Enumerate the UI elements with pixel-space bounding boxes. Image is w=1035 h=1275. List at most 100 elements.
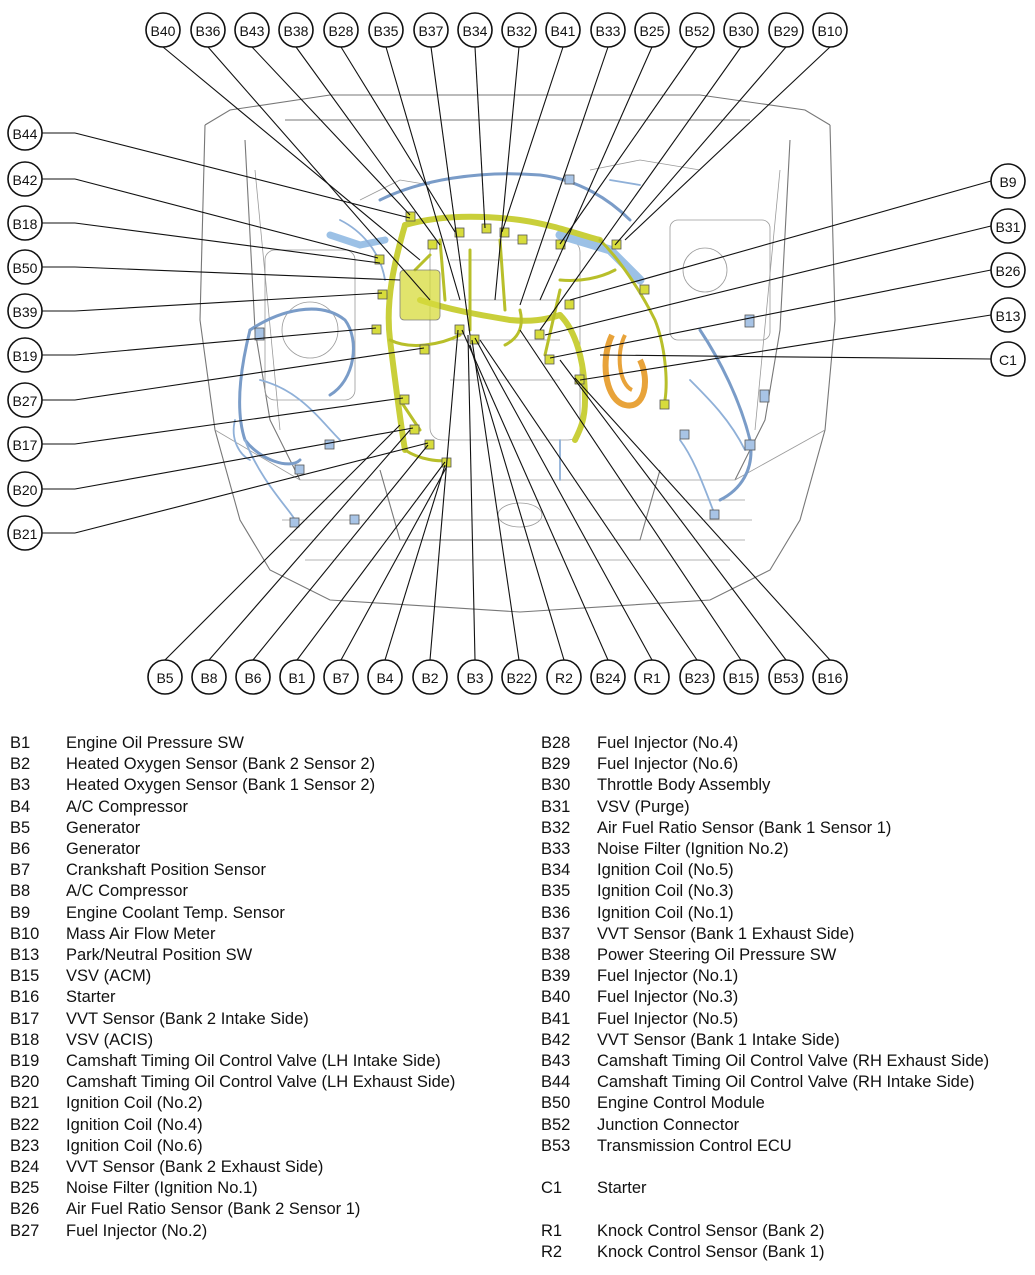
leader-line [469, 344, 565, 661]
callout-circle [368, 12, 404, 48]
legend-item-b38: B38 Power Steering Oil Pressure SW [541, 945, 1031, 966]
legend-code: B13 [10, 946, 40, 964]
legend-description: Heated Oxygen Sensor (Bank 1 Sensor 2) [66, 776, 376, 795]
leader-line [544, 225, 992, 336]
legend-code: B4 [10, 797, 31, 816]
callout-label: B9 [999, 174, 1016, 190]
legend-description: VSV (ACIS) [66, 1030, 154, 1049]
legend-description: Ignition Coil (No.4) [66, 1115, 203, 1134]
legend-code: B32 [541, 818, 571, 837]
callout-label: B42 [13, 172, 38, 188]
callout-circle [323, 659, 359, 695]
callout-label: B36 [196, 23, 221, 39]
callout-b41: B41 [545, 12, 581, 48]
legend-code: B19 [10, 1052, 40, 1070]
legend-code: B16 [10, 988, 40, 1007]
callout-label: C1 [999, 352, 1017, 368]
callout-b15: B15 [723, 659, 759, 695]
legend-item-b42: B42 VVT Sensor (Bank 1 Intake Side) [541, 1030, 1031, 1051]
callout-c1: C1 [990, 341, 1026, 377]
legend-code: B21 [10, 1094, 40, 1113]
callout-circle [768, 12, 804, 48]
callout-circle [812, 659, 848, 695]
legend-description: Starter [66, 988, 116, 1007]
callout-circle [590, 659, 626, 695]
leader-line [295, 46, 441, 246]
callout-circle [7, 337, 43, 373]
legend-description: Fuel Injector (No.5) [597, 1009, 739, 1028]
engine-harness [385, 213, 668, 463]
legend-description: Mass Air Flow Meter [66, 924, 216, 943]
legend-code: B8 [10, 882, 31, 901]
legend-code: B10 [10, 924, 40, 943]
legend-code: B41 [541, 1009, 571, 1028]
legend-description: Camshaft Timing Oil Control Valve (LH Ex… [66, 1073, 456, 1092]
legend-description: Noise Filter (Ignition No.2) [597, 840, 789, 858]
leader-line [471, 339, 520, 661]
legend-description: Engine Oil Pressure SW [66, 734, 244, 752]
callout-circle [634, 12, 670, 48]
callout-circle [7, 471, 43, 507]
callout-b21: B21 [7, 515, 43, 551]
callout-b37: B37 [413, 12, 449, 48]
legend-item-b41: B41 Fuel Injector (No.5) [541, 1009, 1031, 1030]
legend-code: B9 [10, 903, 31, 922]
vehicle-outline [199, 94, 836, 613]
legend-description: Throttle Body Assembly [597, 776, 771, 795]
callout-circle [812, 12, 848, 48]
leader-line [251, 46, 411, 216]
callout-b25: B25 [634, 12, 670, 48]
legend-description: Transmission Control ECU [597, 1136, 792, 1155]
callout-label: B1 [288, 670, 305, 686]
leader-line [599, 354, 992, 360]
callout-circle [590, 12, 626, 48]
legend-description: Camshaft Timing Oil Control Valve (RH In… [597, 1073, 975, 1092]
legend-code: B26 [10, 1200, 40, 1219]
leader-line [624, 46, 831, 241]
callout-b26: B26 [990, 252, 1026, 288]
legend-item-spacer [541, 1199, 1031, 1220]
callout-label: B27 [13, 393, 38, 409]
leader-line [340, 467, 447, 661]
leader-line [74, 292, 383, 312]
callout-label: B19 [13, 348, 38, 364]
legend-code: B42 [541, 1030, 571, 1049]
leader-line [207, 46, 431, 301]
legend-description: VSV (Purge) [597, 797, 690, 816]
callout-circle [413, 12, 449, 48]
callout-circle [723, 12, 759, 48]
legend-item-b10: B10 Mass Air Flow Meter [10, 924, 520, 945]
legend-code: B17 [10, 1009, 40, 1028]
callout-r1: R1 [634, 659, 670, 695]
legend-code: B22 [10, 1115, 40, 1134]
leader-line [74, 132, 411, 219]
legend-description: VVT Sensor (Bank 1 Intake Side) [597, 1030, 840, 1049]
callout-b3: B3 [457, 659, 493, 695]
leader-line [384, 464, 446, 661]
legend-code: B38 [541, 946, 571, 964]
callout-circle [7, 249, 43, 285]
callout-label: B21 [13, 526, 38, 542]
callout-label: B13 [996, 308, 1021, 324]
legend-description: Power Steering Oil Pressure SW [597, 946, 837, 964]
leader-line [430, 46, 471, 336]
leader-line [614, 46, 787, 246]
callout-b2: B2 [412, 659, 448, 695]
leader-line [559, 46, 698, 245]
callout-label: B10 [818, 23, 843, 39]
callout-b32: B32 [501, 12, 537, 48]
callout-leader-lines [42, 46, 992, 661]
callout-circle [145, 12, 181, 48]
